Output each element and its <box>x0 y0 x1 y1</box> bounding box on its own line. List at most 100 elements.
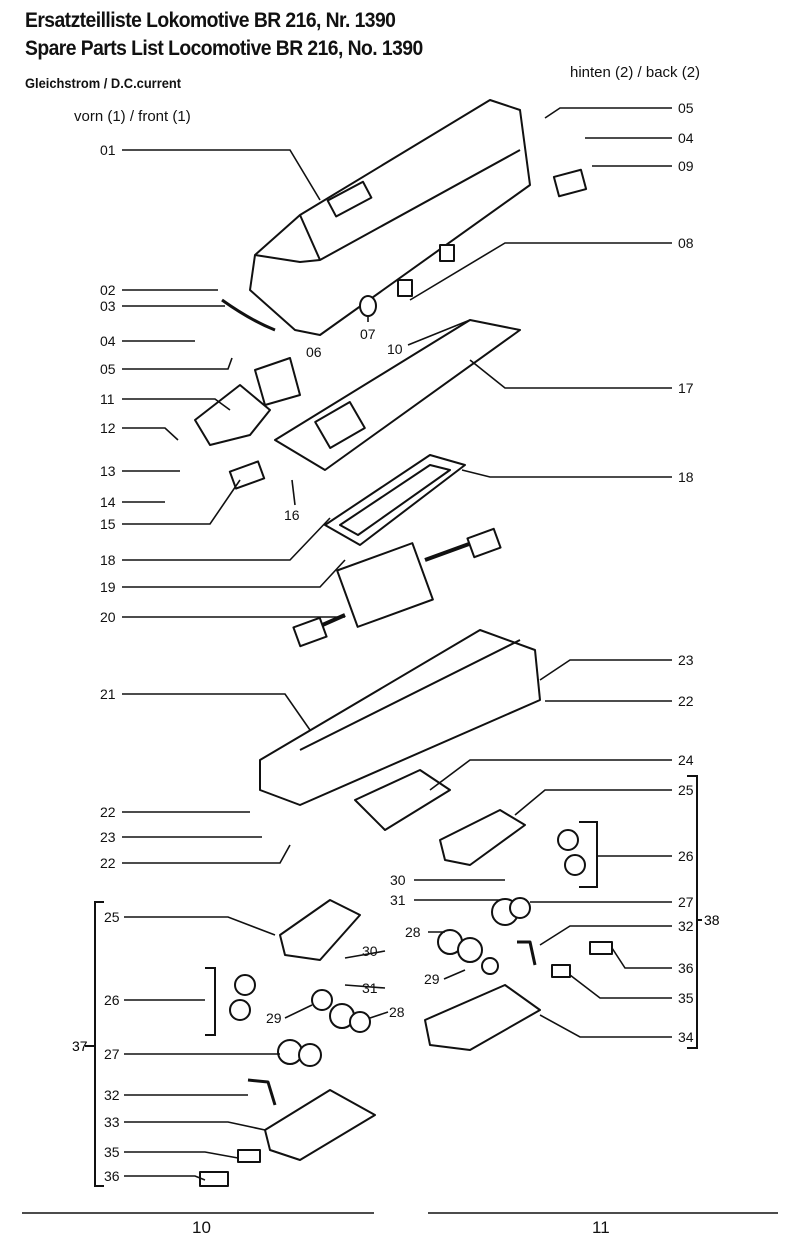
callout-09: 09 <box>678 158 694 174</box>
part-34 <box>424 984 541 1051</box>
leader-line-29 <box>284 1004 313 1019</box>
callout-22: 22 <box>678 693 694 709</box>
callout-18: 18 <box>678 469 694 485</box>
leader-line-33 <box>124 1121 266 1131</box>
callout-04: 04 <box>678 130 694 146</box>
callout-03: 03 <box>100 298 116 314</box>
callout-30: 30 <box>390 872 406 888</box>
callout-12: 12 <box>100 420 116 436</box>
callout-35: 35 <box>104 1144 120 1160</box>
leader-line-18 <box>461 469 672 478</box>
callout-31: 31 <box>362 980 378 996</box>
leader-line-22 <box>122 844 291 864</box>
leader-line-08 <box>409 242 672 301</box>
callout-26: 26 <box>104 992 120 1008</box>
callout-32: 32 <box>678 918 694 934</box>
leader-line-30 <box>344 950 386 959</box>
leader-line-28 <box>369 1011 389 1019</box>
callout-23: 23 <box>678 652 694 668</box>
part-33 <box>264 1089 376 1161</box>
leader-line-10 <box>407 319 471 346</box>
leader-line-05 <box>122 357 233 370</box>
back-label: hinten (2) / back (2) <box>570 64 701 81</box>
leader-line-17 <box>469 359 672 389</box>
leader-line-11 <box>122 398 231 411</box>
leader-line-16 <box>291 479 296 506</box>
leader-line-12 <box>122 427 179 441</box>
part-bogie-rear <box>439 809 526 866</box>
callout-28: 28 <box>405 924 421 940</box>
leader-line-36 <box>611 947 672 969</box>
callout-01: 01 <box>100 142 116 158</box>
callout-30: 30 <box>362 943 378 959</box>
callout-10: 10 <box>387 341 403 357</box>
leader-line-18 <box>122 517 331 561</box>
callout-04: 04 <box>100 333 116 349</box>
callout-29: 29 <box>266 1010 282 1026</box>
leader-line-25 <box>514 789 672 816</box>
part-main-frame <box>259 629 541 806</box>
callout-19: 19 <box>100 579 116 595</box>
callout-23: 23 <box>100 829 116 845</box>
callout-22: 22 <box>100 804 116 820</box>
part-07 <box>359 295 377 317</box>
part-06 <box>254 357 301 406</box>
part-32 <box>247 1078 277 1106</box>
callout-05: 05 <box>678 100 694 116</box>
callout-16: 16 <box>284 507 300 523</box>
callout-33: 33 <box>104 1114 120 1130</box>
callout-24: 24 <box>678 752 694 768</box>
callout-05: 05 <box>100 361 116 377</box>
callout-32: 32 <box>104 1087 120 1103</box>
callout-02: 02 <box>100 282 116 298</box>
leader-line-24 <box>429 759 672 791</box>
leader-line-34 <box>539 1014 672 1038</box>
leader-line-19 <box>122 559 346 588</box>
leader-line-15 <box>122 479 241 525</box>
leader-line-36 <box>124 1175 206 1181</box>
page-number-left: 10 <box>192 1218 211 1237</box>
callout-13: 13 <box>100 463 116 479</box>
part-08b <box>439 244 455 262</box>
leader-line-35 <box>569 974 672 999</box>
callout-31: 31 <box>390 892 406 908</box>
callout-06: 06 <box>306 344 322 360</box>
leader-line-35 <box>124 1151 239 1159</box>
part-15 <box>228 460 266 490</box>
leader-line-25 <box>124 916 276 936</box>
part-09 <box>552 168 588 198</box>
callout-26: 26 <box>678 848 694 864</box>
callout-27: 27 <box>104 1046 120 1062</box>
callout-29: 29 <box>424 971 440 987</box>
subtitle: Gleichstrom / D.C.current <box>25 75 182 91</box>
callout-27: 27 <box>678 894 694 910</box>
group-label-38: 38 <box>704 912 720 928</box>
callout-35: 35 <box>678 990 694 1006</box>
callout-14: 14 <box>100 494 116 510</box>
part-bogie-front <box>279 899 361 961</box>
callout-20: 20 <box>100 609 116 625</box>
leader-line-32 <box>539 925 672 946</box>
callout-28: 28 <box>389 1004 405 1020</box>
part-motor <box>336 542 434 628</box>
group-label-37: 37 <box>72 1038 88 1054</box>
callout-36: 36 <box>104 1168 120 1184</box>
callout-34: 34 <box>678 1029 694 1045</box>
title-german: Ersatzteilliste Lokomotive BR 216, Nr. 1… <box>25 9 396 32</box>
callout-17: 17 <box>678 380 694 396</box>
part-24 <box>354 769 451 831</box>
title-english: Spare Parts List Locomotive BR 216, No. … <box>25 37 423 60</box>
leader-line-23 <box>539 659 672 681</box>
front-label: vorn (1) / front (1) <box>74 108 191 125</box>
page-number-right: 11 <box>592 1218 610 1237</box>
part-buffer-beam <box>221 298 276 332</box>
part-11 <box>194 384 271 446</box>
callout-18: 18 <box>100 552 116 568</box>
leader-line-01 <box>122 149 321 201</box>
callout-11: 11 <box>100 391 115 407</box>
callout-22: 22 <box>100 855 116 871</box>
callout-25: 25 <box>104 909 120 925</box>
part-body-shell <box>249 99 531 336</box>
leader-line-21 <box>122 693 311 731</box>
